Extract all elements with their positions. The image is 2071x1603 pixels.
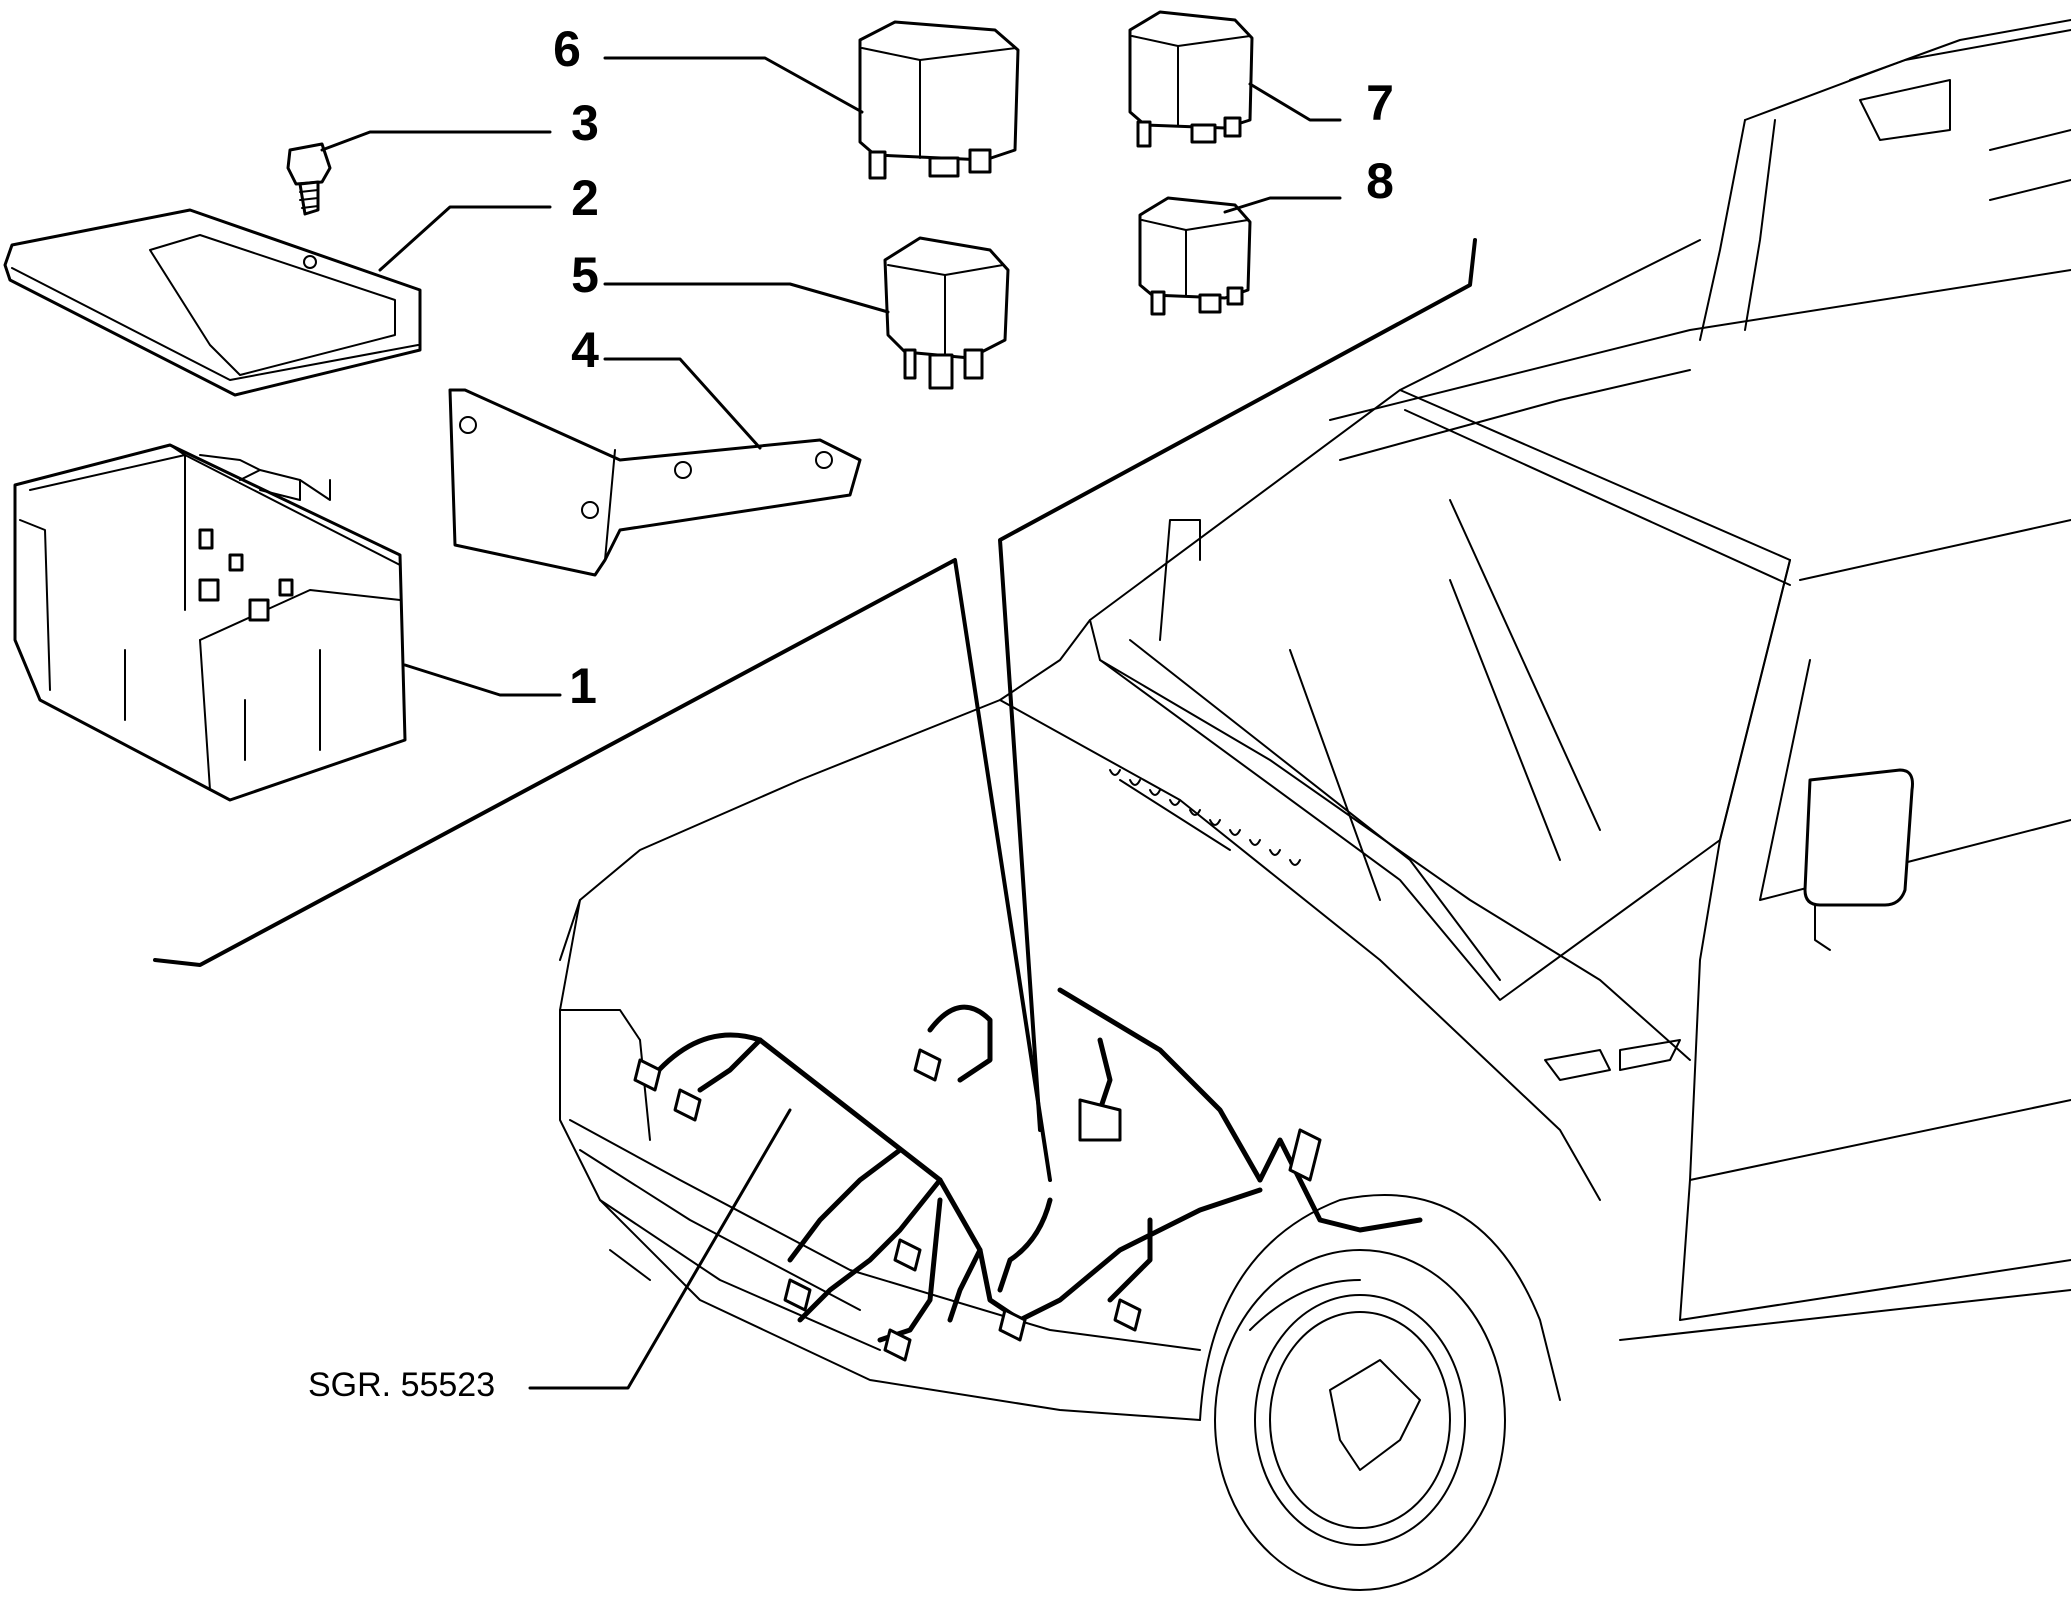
part-1-fuse-box-housing — [13, 443, 407, 802]
callout-1: 1 — [569, 658, 597, 714]
callout-7: 7 — [1366, 75, 1394, 131]
part-5-relay — [883, 236, 1010, 390]
callout-labels: 6 3 2 5 4 1 7 8 SGR. 55523 — [308, 21, 1394, 1404]
callout-8: 8 — [1366, 153, 1394, 209]
part-2-fuse-box-cover — [3, 208, 422, 397]
part-6-relay — [858, 20, 1020, 180]
callout-6: 6 — [553, 21, 581, 77]
callout-5: 5 — [571, 247, 599, 303]
part-7-relay — [1128, 10, 1254, 148]
leader-lines — [320, 56, 1342, 1390]
callout-4: 4 — [571, 322, 599, 378]
detail-divider-lines — [153, 238, 1477, 1182]
part-4-mounting-bracket — [448, 388, 862, 577]
callout-2: 2 — [571, 170, 599, 226]
callout-3: 3 — [571, 95, 599, 151]
part-8-relay — [1138, 196, 1252, 316]
reference-label: SGR. 55523 — [308, 1366, 495, 1404]
part-3-bolt — [286, 142, 332, 216]
vehicle-illustration — [559, 19, 2071, 1591]
